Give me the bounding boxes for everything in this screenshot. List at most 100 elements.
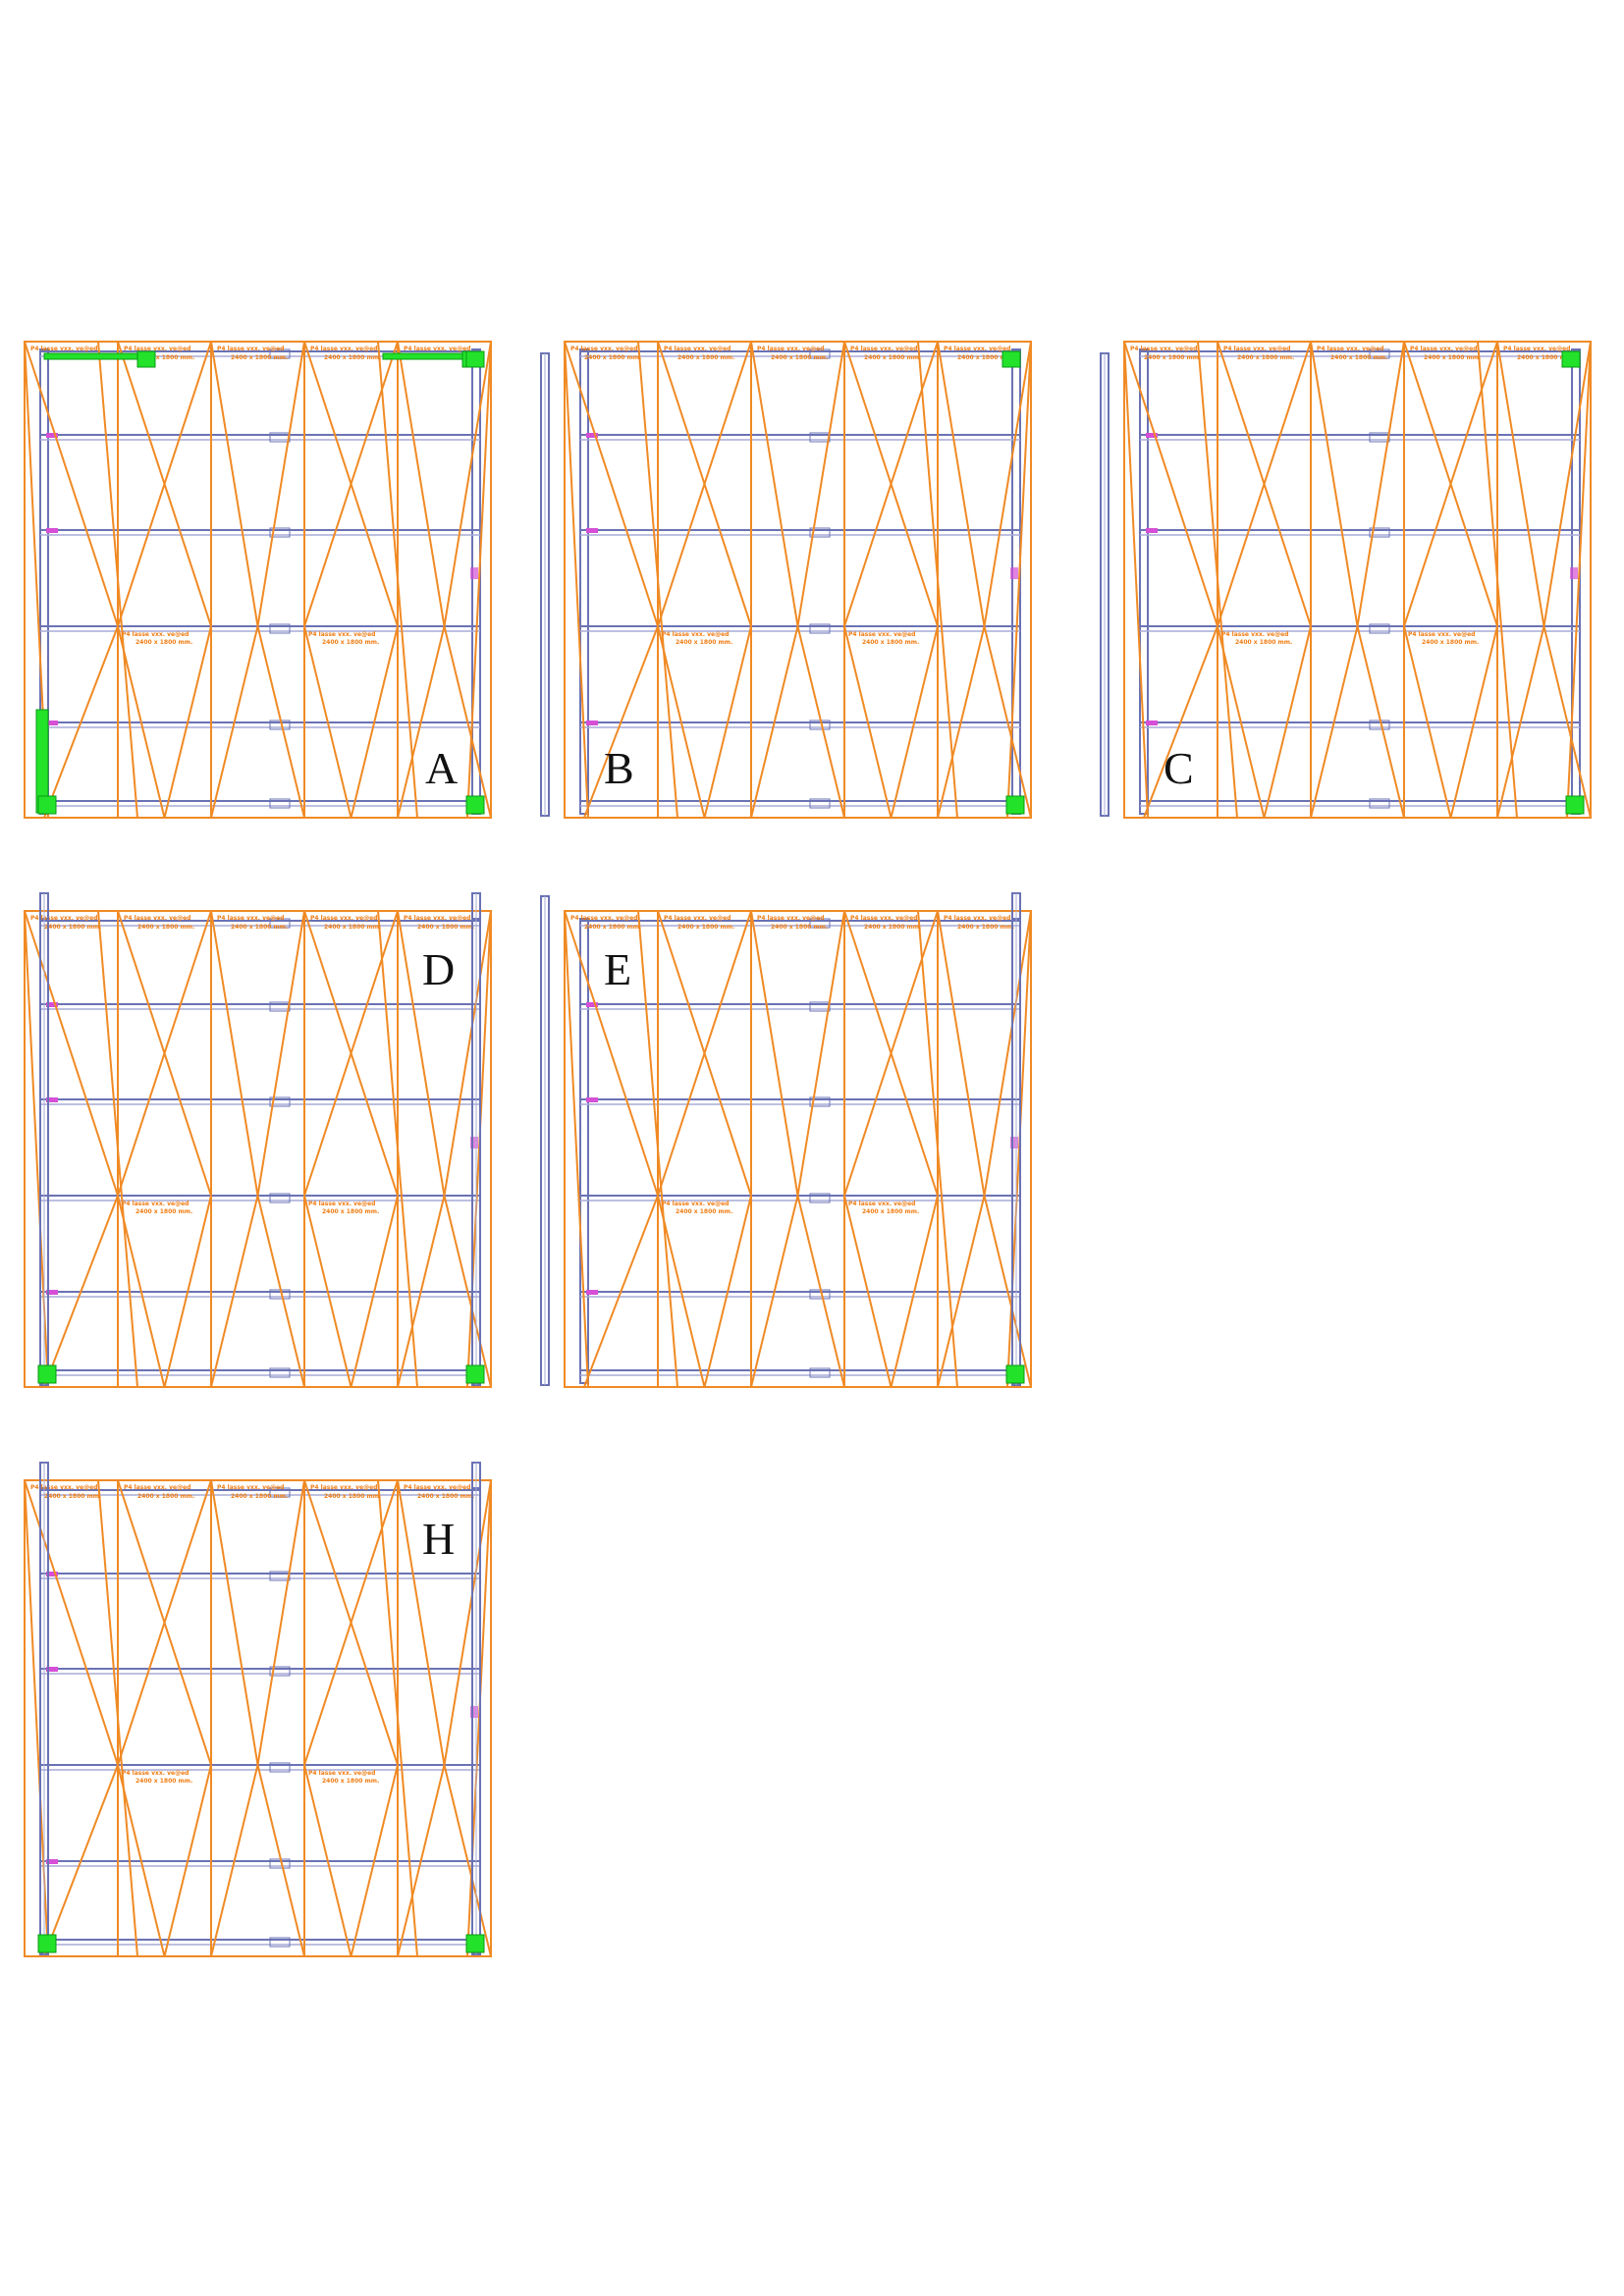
note-size: 2400 x 1800 mm. xyxy=(957,354,1014,361)
note-size: 2400 x 1800 mm. xyxy=(417,924,474,931)
beam-mark xyxy=(269,527,291,538)
panel-label-D: D xyxy=(422,944,455,994)
brace-v-lower-b-0 xyxy=(163,1764,212,1957)
brace-col1-b xyxy=(583,1195,659,1388)
note-size: 2400 x 1800 mm. xyxy=(231,1493,288,1500)
note-size: 2400 x 1800 mm. xyxy=(44,1493,101,1500)
brace-lower-b-1 xyxy=(1543,625,1592,819)
note-size: 2400 x 1800 mm. xyxy=(1517,354,1574,361)
brace-cell-4 xyxy=(917,910,958,1388)
note-mid: P4 lasse vxx. ve@ed xyxy=(308,1201,375,1207)
brace-iv-upper-b-1 xyxy=(983,341,1032,627)
outer-frame xyxy=(24,1479,492,1957)
note-size: 2400 x 1800 mm. xyxy=(864,924,921,931)
brace-cell-1 xyxy=(637,910,678,1388)
brace-iv-upper-a-1 xyxy=(937,910,986,1197)
connector-marker xyxy=(46,1290,58,1295)
brace-iv-upper-b-1 xyxy=(1543,341,1592,627)
brace-x-upper-b-0 xyxy=(117,1479,212,1766)
brace-x-upper-b-0 xyxy=(657,910,752,1197)
brace-v-lower-b-1 xyxy=(350,1195,399,1388)
note-size: 2400 x 1800 mm. xyxy=(771,924,828,931)
brace-iv-upper-a-1 xyxy=(397,341,446,627)
brace-col1-b xyxy=(43,625,119,819)
beam-mark xyxy=(269,1487,291,1498)
rack-post-left xyxy=(579,918,589,1384)
brace-lower-a-1 xyxy=(937,625,986,819)
brace-iv-upper-b-1 xyxy=(443,910,492,1197)
brace-x-upper-b-0 xyxy=(1217,341,1312,627)
brace-lower-a-0 xyxy=(210,625,259,819)
note-mid: P4 lasse vxx. ve@ed xyxy=(848,1201,915,1207)
connector-marker xyxy=(46,1097,58,1102)
brace-cell-1 xyxy=(97,1479,138,1957)
green-top-bar-left xyxy=(43,352,138,360)
brace-v-lower-b-1 xyxy=(1449,625,1498,819)
brace-x-upper-b-1 xyxy=(303,1479,399,1766)
brace-cell-4 xyxy=(377,910,418,1388)
brace-x-upper-b-0 xyxy=(657,341,752,627)
connector-marker xyxy=(586,528,598,533)
brace-v-lower-a-0 xyxy=(117,1195,166,1388)
brace-x-upper-b-1 xyxy=(843,341,939,627)
brace-iv-upper-b-0 xyxy=(1356,341,1405,627)
green-block-bottom-right xyxy=(465,1934,485,1953)
brace-iv-upper-a-0 xyxy=(210,341,259,627)
brace-iv-upper-a-0 xyxy=(750,341,799,627)
connector-marker xyxy=(1146,721,1158,725)
brace-iv-upper-b-0 xyxy=(796,910,845,1197)
outer-frame xyxy=(564,341,1032,819)
brace-v-lower-a-0 xyxy=(657,625,706,819)
beam-mark xyxy=(809,348,831,359)
note-top: P4 lasse vxx. ve@ed xyxy=(757,915,824,922)
brace-v-lower-a-1 xyxy=(303,625,352,819)
connector-marker xyxy=(46,433,58,438)
note-top: P4 lasse vxx. ve@ed xyxy=(310,346,377,352)
brace-v-lower-b-0 xyxy=(163,1195,212,1388)
note-size: 2400 x 1800 mm. xyxy=(864,354,921,361)
note-mid-size: 2400 x 1800 mm. xyxy=(322,639,379,646)
note-mid-size: 2400 x 1800 mm. xyxy=(676,639,732,646)
brace-lower-a-0 xyxy=(750,625,799,819)
beam-mark xyxy=(809,918,831,929)
brace-col1-b xyxy=(43,1764,119,1957)
note-top: P4 lasse vxx. ve@ed xyxy=(570,346,637,352)
brace-col1-a xyxy=(1123,341,1218,627)
connector-marker xyxy=(470,1706,478,1718)
connector-marker xyxy=(1570,567,1578,579)
note-size: 2400 x 1800 mm. xyxy=(677,924,734,931)
beam-mark xyxy=(809,527,831,538)
note-size: 2400 x 1800 mm. xyxy=(44,924,101,931)
brace-x-upper-b-1 xyxy=(303,341,399,627)
beam-mark xyxy=(269,623,291,634)
brace-cell-4 xyxy=(377,1479,418,1957)
brace-lower-a-1 xyxy=(397,1195,446,1388)
brace-lower-b-0 xyxy=(796,1195,845,1388)
beam-mark xyxy=(1369,527,1390,538)
note-top: P4 lasse vxx. ve@ed xyxy=(1503,346,1570,352)
note-mid: P4 lasse vxx. ve@ed xyxy=(662,1201,729,1207)
rack-post-left xyxy=(1139,348,1149,815)
brace-cell-1 xyxy=(1197,341,1238,819)
brace-col1-a xyxy=(24,341,119,627)
panel-B: P4 lasse vxx. ve@ed 2400 x 1800 mm. P4 las… xyxy=(540,341,1032,819)
panel-label-H: H xyxy=(422,1514,455,1564)
brace-lower-a-1 xyxy=(397,1764,446,1957)
note-top: P4 lasse vxx. ve@ed xyxy=(850,346,917,352)
outer-frame xyxy=(564,910,1032,1388)
connector-marker xyxy=(586,1002,598,1007)
brace-col1-b xyxy=(583,625,659,819)
brace-v-lower-b-0 xyxy=(703,1195,752,1388)
brace-iv-upper-a-0 xyxy=(210,910,259,1197)
connector-marker xyxy=(1010,1137,1018,1148)
brace-edge-left xyxy=(564,910,589,1388)
note-size: 2400 x 1800 mm. xyxy=(677,354,734,361)
note-size: 2400 x 1800 mm. xyxy=(1330,354,1387,361)
note-size: 2400 x 1800 mm. xyxy=(584,354,641,361)
beam-mark xyxy=(269,348,291,359)
note-top: P4 lasse vxx. ve@ed xyxy=(1410,346,1477,352)
brace-v-lower-b-0 xyxy=(703,625,752,819)
note-top: P4 lasse vxx. ve@ed xyxy=(757,346,824,352)
